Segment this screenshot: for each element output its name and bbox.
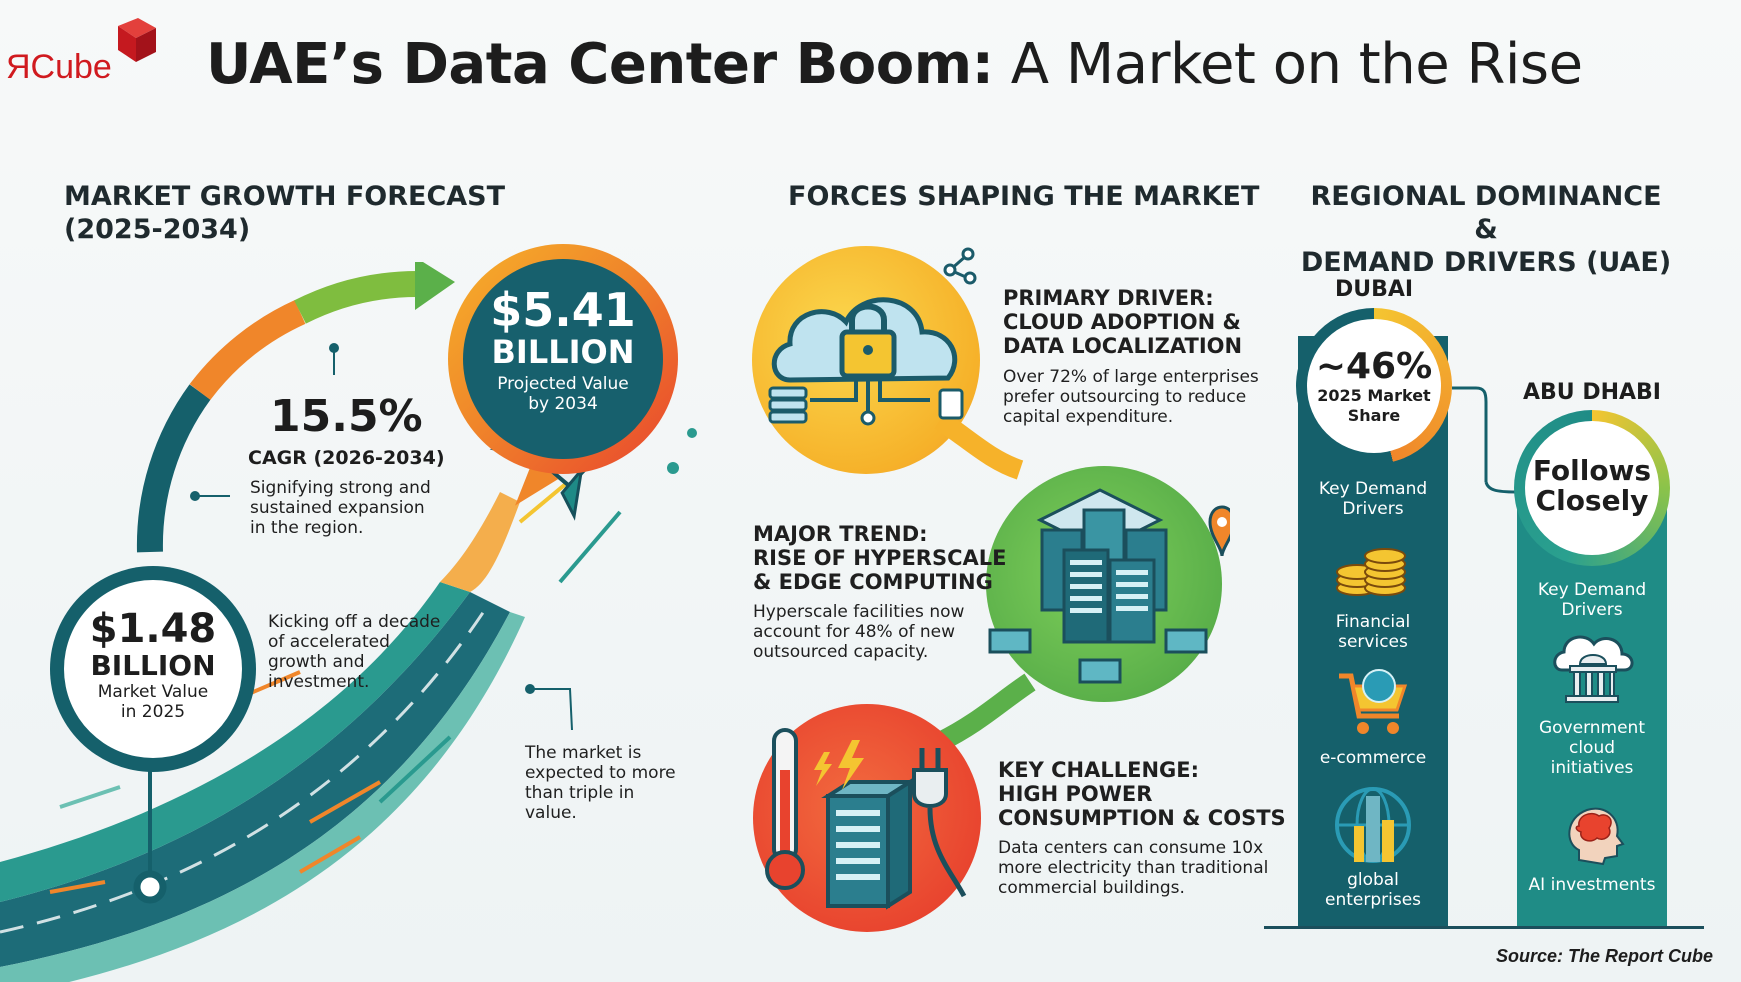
cloud-lock-icon xyxy=(768,247,977,426)
dubai-driver-2: e-commerce xyxy=(1319,748,1427,768)
triple-note: The market is expected to more than trip… xyxy=(525,743,676,823)
shopping-cart-icon xyxy=(1339,669,1408,734)
force-1-text: Over 72% of large enterprises prefer out… xyxy=(1003,367,1259,427)
connector-1 xyxy=(934,420,1024,480)
page-title: UAE’s Data Center Boom: A Market on the … xyxy=(206,32,1583,97)
coins-icon xyxy=(1336,548,1406,596)
abu-dhabi-ring: Follows Closely xyxy=(1514,410,1670,566)
logo: ЯCube xyxy=(6,16,156,86)
region-connector xyxy=(1452,386,1517,494)
end-unit: BILLION xyxy=(491,333,635,371)
abu-dhabi-drivers-label: Key Demand Drivers xyxy=(1537,580,1647,620)
abu-dhabi-driver-2: AI investments xyxy=(1528,875,1656,895)
ai-brain-head-icon xyxy=(1568,807,1625,866)
force-2-title: MAJOR TREND: RISE OF HYPERSCALE & EDGE C… xyxy=(753,522,1007,594)
dubai-name: DUBAI xyxy=(1334,277,1414,302)
dubai-driver-1: Financial services xyxy=(1335,612,1411,652)
end-value: $5.41 xyxy=(490,283,636,337)
cagr-value: 15.5% xyxy=(270,391,423,442)
force-3-text: Data centers can consume 10x more electr… xyxy=(998,838,1269,898)
force-3-title: KEY CHALLENGE: HIGH POWER CONSUMPTION & … xyxy=(998,758,1286,830)
source-note: Source: The Report Cube xyxy=(1496,946,1714,966)
dubai-drivers-label: Key Demand Drivers xyxy=(1318,479,1428,519)
dubai-driver-3: global enterprises xyxy=(1324,870,1422,910)
growth-arrow-head xyxy=(415,262,455,310)
start-unit: BILLION xyxy=(90,649,216,682)
start-note: Kicking off a decade of accelerated grow… xyxy=(268,612,441,692)
end-value-bubble: $5.41 BILLION Projected Value by 2034 xyxy=(448,244,678,474)
start-value-bubble: $1.48 BILLION Market Value in 2025 xyxy=(50,566,256,772)
growth-graphic xyxy=(0,262,697,982)
government-cloud-icon xyxy=(1553,635,1634,703)
growth-swoosh xyxy=(0,592,510,967)
regional-heading: REGIONAL DOMINANCE & DEMAND DRIVERS (UAE… xyxy=(1300,181,1672,278)
growth-arc xyxy=(136,384,211,553)
cube-icon xyxy=(118,18,156,62)
cagr-label: CAGR (2026-2034) xyxy=(248,447,445,469)
abu-dhabi-name: ABU DHABI xyxy=(1523,380,1661,405)
cagr-note: Signifying strong and sustained expansio… xyxy=(250,478,431,538)
logo-text: ЯCube xyxy=(6,48,112,86)
title-bold: UAE’s Data Center Boom: xyxy=(206,32,994,97)
abu-dhabi-status-2: Closely xyxy=(1535,484,1649,517)
title-rest: A Market on the Rise xyxy=(1010,32,1583,97)
power-icon xyxy=(765,728,967,910)
abu-dhabi-status-1: Follows xyxy=(1532,454,1652,487)
dubai-share-value: ~46% xyxy=(1315,346,1433,387)
growth-heading: MARKET GROWTH FORECAST (2025-2034) xyxy=(64,181,506,245)
abu-dhabi-driver-1: Government cloud initiatives xyxy=(1538,718,1646,778)
regional-baseline xyxy=(1264,926,1704,929)
force-1-title: PRIMARY DRIVER: CLOUD ADOPTION & DATA LO… xyxy=(1003,286,1243,358)
start-point xyxy=(133,870,167,904)
start-value: $1.48 xyxy=(89,606,217,652)
server-cluster-icon xyxy=(988,488,1230,684)
globe-building-icon xyxy=(1335,787,1411,863)
force-2-text: Hyperscale facilities now account for 48… xyxy=(753,602,965,662)
forces-heading: FORCES SHAPING THE MARKET xyxy=(788,181,1260,212)
cagr-block: 15.5% CAGR (2026-2034) xyxy=(248,394,445,470)
connector-2 xyxy=(935,673,1036,751)
dubai-share-ring: ~46% 2025 Market Share xyxy=(1296,308,1452,464)
